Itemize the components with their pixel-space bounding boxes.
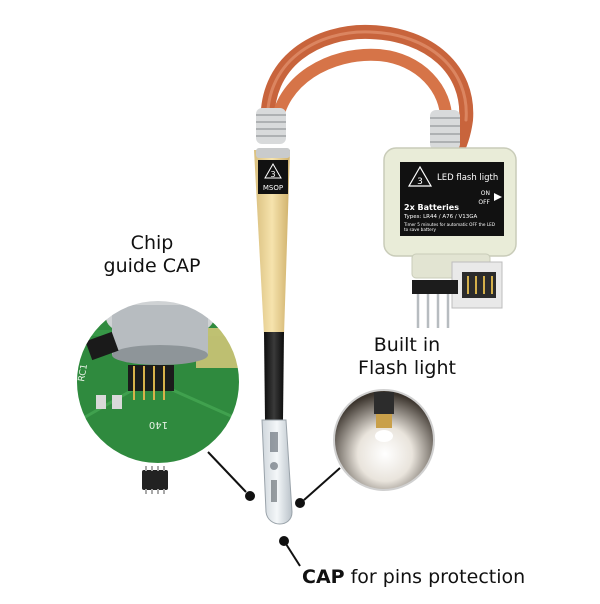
svg-text:3: 3 [270, 170, 275, 179]
pointer-lines [207, 451, 341, 567]
svg-text:ON: ON [481, 190, 490, 197]
svg-text:3: 3 [417, 177, 423, 187]
probe-cap [261, 419, 293, 525]
svg-text:140: 140 [149, 419, 168, 430]
svg-text:Timer 5 minutes for automatic: Timer 5 minutes for automatic OFF the LE… [403, 222, 495, 227]
svg-text:Types: LR44 / A76 / V13GA: Types: LR44 / A76 / V13GA [403, 214, 477, 220]
svg-text:LED flash ligth: LED flash ligth [437, 173, 498, 183]
msop-chip-icon [142, 466, 168, 494]
led-flash-box: 3 LED flash ligth ON OFF 2x Batteries Ty… [383, 147, 517, 328]
switch-arrow-icon [494, 193, 502, 201]
chip-guide-inset: RC1 140 [75, 299, 241, 465]
probe-grip [264, 332, 284, 420]
chip-guide-caption: Chip guide CAP [92, 232, 212, 278]
cap-protection-caption: CAP for pins protection [302, 566, 592, 589]
svg-text:2x Batteries: 2x Batteries [404, 203, 459, 212]
box-strain-relief [430, 110, 460, 150]
flash-light-caption: Built in Flash light [352, 334, 462, 380]
flash-box-label [400, 162, 504, 236]
svg-text:to save battery: to save battery [404, 227, 436, 232]
flash-light-inset [333, 389, 435, 491]
probe-logo-label: 3 MSOP [258, 160, 288, 194]
cap-rest-text: for pins protection [344, 566, 526, 588]
svg-text:RC1: RC1 [77, 363, 90, 382]
cap-bold-text: CAP [302, 566, 345, 588]
svg-text:OFF: OFF [478, 199, 490, 206]
chip-caption-line1: Chip [130, 232, 174, 254]
probe-pen: 3 MSOP [254, 148, 293, 525]
flash-caption-line1: Built in [373, 334, 441, 356]
probe-strain-relief [256, 108, 286, 144]
chip-caption-line2: guide CAP [103, 254, 201, 277]
flash-caption-line2: Flash light [358, 356, 456, 379]
svg-text:MSOP: MSOP [263, 184, 283, 192]
